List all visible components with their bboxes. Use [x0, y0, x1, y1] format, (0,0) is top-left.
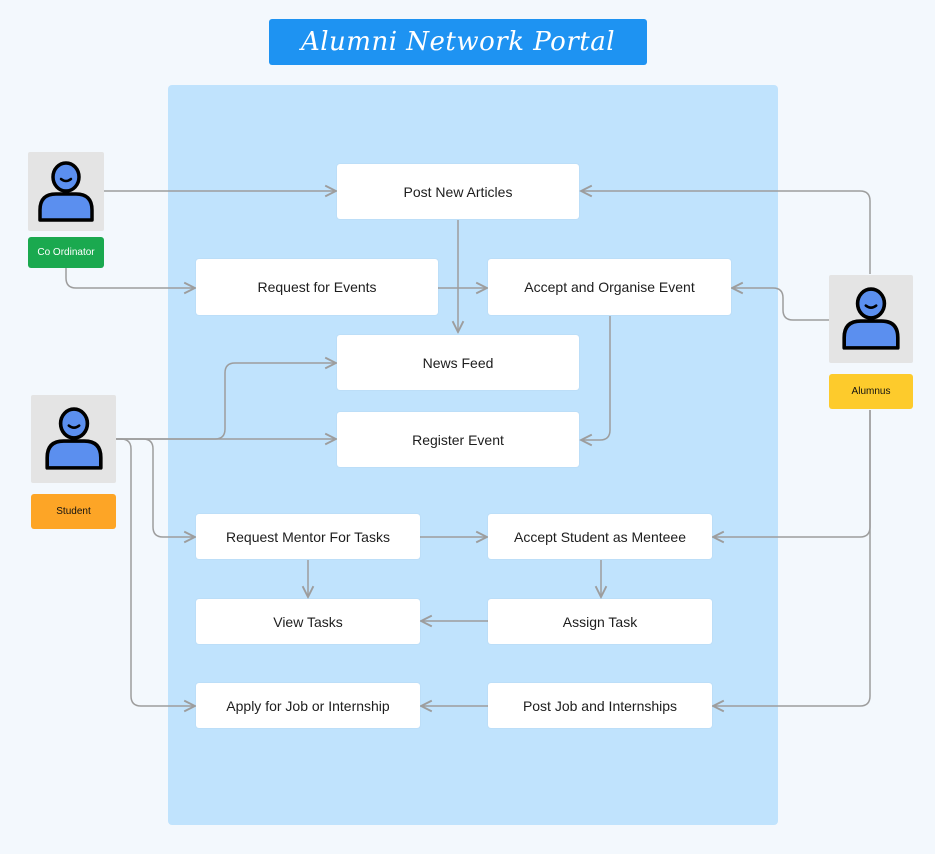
node-accept-organise-event: Accept and Organise Event	[488, 259, 731, 315]
edge-coordinator-request-events	[65, 268, 195, 288]
coordinator-label: Co Ordinator	[28, 237, 104, 268]
node-request-for-events: Request for Events	[196, 259, 438, 315]
edge-alumnus-accept-event	[732, 288, 829, 321]
node-assign-task: Assign Task	[488, 599, 712, 644]
edge-accept-event-register	[581, 316, 611, 440]
edge-student-apply-job	[116, 438, 195, 706]
node-post-job: Post Job and Internships	[488, 683, 712, 728]
edge-alumnus-accept-mentee	[713, 410, 871, 537]
node-accept-mentee: Accept Student as Menteee	[488, 514, 712, 559]
edge-student-request-mentor	[116, 438, 195, 537]
edge-alumnus-post-articles	[581, 191, 871, 274]
actor-student	[31, 395, 116, 483]
node-view-tasks: View Tasks	[196, 599, 420, 644]
edge-student-news-feed	[116, 363, 336, 440]
node-news-feed: News Feed	[337, 335, 579, 390]
node-register-event: Register Event	[337, 412, 579, 467]
node-apply-job: Apply for Job or Internship	[196, 683, 420, 728]
person-icon	[38, 160, 94, 222]
alumnus-label: Alumnus	[829, 374, 913, 409]
edge-alumnus-post-job	[713, 410, 871, 706]
actor-coordinator	[28, 152, 104, 231]
node-post-new-articles: Post New Articles	[337, 164, 579, 219]
person-icon	[842, 287, 900, 350]
person-icon	[44, 407, 103, 470]
node-request-mentor: Request Mentor For Tasks	[196, 514, 420, 559]
student-label: Student	[31, 494, 116, 529]
diagram-title: Alumni Network Portal	[269, 19, 647, 65]
actor-alumnus	[829, 275, 913, 363]
